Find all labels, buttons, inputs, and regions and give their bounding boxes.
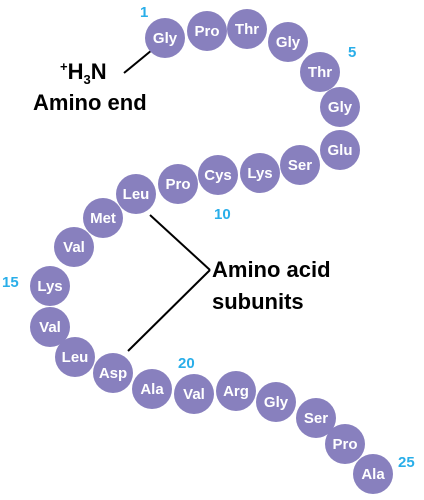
residue-label: Ala [140,381,164,398]
residue-bead-11: Pro [158,164,198,204]
residue-bead-23: Ser [296,398,336,438]
subunit-leader-line-upper [149,214,211,271]
residue-label: Val [39,319,61,336]
residue-label: Gly [264,394,289,411]
amino-end-leader-line [123,49,153,74]
residue-circle [280,145,320,185]
residue-label: Pro [332,436,357,453]
residue-circle [55,337,95,377]
position-number-20: 20 [178,355,195,372]
residue-circle [30,307,70,347]
residue-circle [116,174,156,214]
residue-label: Glu [328,142,353,159]
residue-label: Lys [37,278,62,295]
subunit-label-line2: subunits [212,289,304,314]
residue-label: Asp [99,365,127,382]
residue-label: Gly [153,30,178,47]
subunit-label: Amino acid subunits [212,257,331,314]
residue-label: Thr [308,64,332,81]
residue-circle [93,353,133,393]
residue-bead-5: Thr [300,52,340,92]
amino-end-n: N [91,59,107,84]
residue-circle [187,11,227,51]
residue-bead-4: Gly [268,22,308,62]
amino-end-label: +H3N Amino end [33,59,147,115]
residue-label: Cys [204,167,232,184]
residue-bead-21: Arg [216,371,256,411]
residue-bead-12: Leu [116,174,156,214]
residue-bead-20: Val [174,374,214,414]
amino-end-formula: +H3N [60,59,107,87]
residue-label: Leu [62,349,89,366]
subunit-leader-line-lower [127,269,211,352]
residue-circle [353,454,393,494]
residue-label: Lys [247,165,272,182]
residue-circle [198,155,238,195]
residue-bead-10: Cys [198,155,238,195]
residue-label: Ser [304,410,328,427]
residue-circle [300,52,340,92]
residue-label: Pro [194,23,219,40]
residue-bead-18: Asp [93,353,133,393]
residue-bead-3: Thr [227,9,267,49]
residue-circle [320,87,360,127]
position-number-25: 25 [398,454,415,471]
residue-bead-24: Pro [325,424,365,464]
amino-end-charge: + [60,59,68,74]
residue-label: Ala [361,466,385,483]
residue-circle [83,198,123,238]
position-number-5: 5 [348,44,356,61]
residue-label: Ser [288,157,312,174]
residue-circle [54,227,94,267]
amino-end-subscript: 3 [83,72,90,87]
residue-bead-7: Glu [320,130,360,170]
amino-end-h: H [68,59,84,84]
residue-circle [216,371,256,411]
residue-circle [174,374,214,414]
residue-bead-2: Pro [187,11,227,51]
residue-label: Gly [328,99,353,116]
residue-circle [30,266,70,306]
residue-bead-14: Val [54,227,94,267]
position-number-10: 10 [214,206,231,223]
residue-circle [145,18,185,58]
residue-bead-17: Leu [55,337,95,377]
residue-label: Pro [165,176,190,193]
residue-circle [325,424,365,464]
residue-label: Leu [123,186,150,203]
residue-circle [256,382,296,422]
residue-label: Thr [235,21,259,38]
residue-circle [240,153,280,193]
residue-label: Arg [223,383,249,400]
residue-bead-1: Gly [145,18,185,58]
residue-label: Met [90,210,116,227]
residue-bead-25: Ala [353,454,393,494]
residue-label: Val [63,239,85,256]
residue-label: Gly [276,34,301,51]
position-number-15: 15 [2,274,19,291]
subunit-label-line1: Amino acid [212,257,331,282]
residue-bead-22: Gly [256,382,296,422]
position-number-1: 1 [140,4,148,21]
residue-bead-15: Lys [30,266,70,306]
residue-circle [158,164,198,204]
residue-circle [227,9,267,49]
residue-circle [132,369,172,409]
residue-bead-19: Ala [132,369,172,409]
residue-bead-16: Val [30,307,70,347]
residue-bead-13: Met [83,198,123,238]
residue-label: Val [183,386,205,403]
residue-bead-6: Gly [320,87,360,127]
residue-bead-9: Lys [240,153,280,193]
residue-circle [320,130,360,170]
amino-end-text: Amino end [33,90,147,115]
residue-bead-8: Ser [280,145,320,185]
residue-circle [296,398,336,438]
residue-circle [268,22,308,62]
position-numbers: 1 5 10 15 20 25 [2,4,415,471]
